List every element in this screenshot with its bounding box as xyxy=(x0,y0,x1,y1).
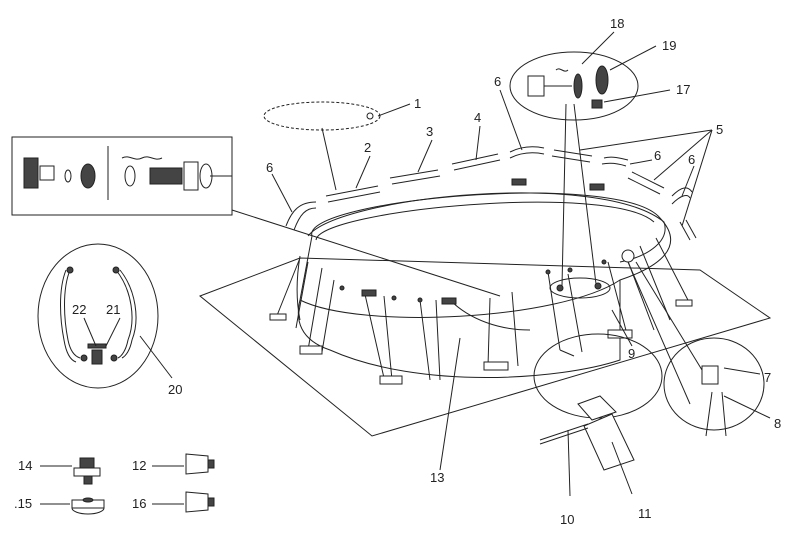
leg-cap-inset xyxy=(627,261,765,437)
lower-inset xyxy=(533,333,663,471)
label-15: .15 xyxy=(14,496,32,511)
pool-body xyxy=(269,178,693,385)
ground-cloth xyxy=(199,257,772,437)
label-6-left: 6 xyxy=(266,160,273,175)
part-labels: 1 2 3 4 5 6 6 6 6 7 8 9 10 11 12 13 14 .… xyxy=(14,16,781,527)
label-19: 19 xyxy=(662,38,676,53)
hose-inset xyxy=(37,243,159,389)
label-6-right-a: 6 xyxy=(654,148,661,163)
small-parts xyxy=(71,453,215,515)
label-13: 13 xyxy=(430,470,444,485)
rail-pipes xyxy=(263,101,697,241)
label-18: 18 xyxy=(610,16,624,31)
label-14: 14 xyxy=(18,458,32,473)
label-6-right-b: 6 xyxy=(688,152,695,167)
label-10: 10 xyxy=(560,512,574,527)
label-2: 2 xyxy=(364,140,371,155)
label-1: 1 xyxy=(414,96,421,111)
leader-lines xyxy=(40,31,771,505)
label-3: 3 xyxy=(426,124,433,139)
label-17: 17 xyxy=(676,82,690,97)
label-22: 22 xyxy=(72,302,86,317)
label-6-top: 6 xyxy=(494,74,501,89)
label-21: 21 xyxy=(106,302,120,317)
label-12: 12 xyxy=(132,458,146,473)
label-8: 8 xyxy=(774,416,781,431)
label-5: 5 xyxy=(716,122,723,137)
label-20: 20 xyxy=(168,382,182,397)
label-7: 7 xyxy=(764,370,771,385)
strainer-inset xyxy=(11,136,501,297)
label-4: 4 xyxy=(474,110,481,125)
label-9: 9 xyxy=(628,346,635,361)
skimmer-inset xyxy=(509,51,639,287)
label-16: 16 xyxy=(132,496,146,511)
label-11: 11 xyxy=(638,506,652,521)
